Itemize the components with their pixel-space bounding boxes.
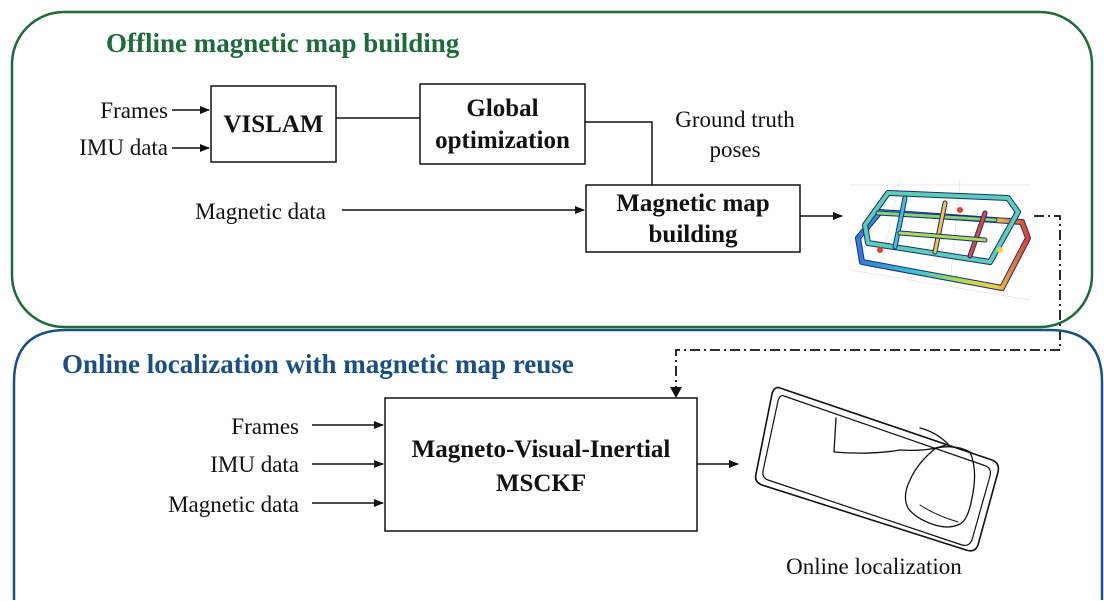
msckf-label-1: Magneto-Visual-Inertial xyxy=(412,436,671,463)
online-magnetic-label: Magnetic data xyxy=(168,492,299,517)
vislam-box xyxy=(210,85,337,163)
online-imu-label: IMU data xyxy=(210,452,299,477)
online-frames-label: Frames xyxy=(231,414,299,439)
msckf-box xyxy=(384,397,698,532)
msckf-label-2: MSCKF xyxy=(496,470,586,497)
global-mapbuild-connector xyxy=(585,121,653,185)
global-optimization-label-2: optimization xyxy=(435,127,570,154)
offline-title: Offline magnetic map building xyxy=(106,28,460,58)
online-title: Online localization with magnetic map re… xyxy=(62,349,574,379)
online-localization-label: Online localization xyxy=(786,554,962,579)
global-optimization-label-1: Global xyxy=(466,95,538,122)
map-reuse-connector xyxy=(675,215,1061,389)
magnetic-map-heatmap-icon xyxy=(849,179,1031,301)
vislam-label: VISLAM xyxy=(223,111,323,138)
ground-truth-label-1: Ground truth xyxy=(675,107,795,132)
ground-truth-label-2: poses xyxy=(709,137,760,162)
offline-panel-border xyxy=(10,10,1094,329)
magnetic-map-building-label-1: Magnetic map xyxy=(616,190,769,217)
offline-imu-label: IMU data xyxy=(79,135,168,160)
offline-magnetic-label: Magnetic data xyxy=(195,199,326,224)
online-panel: Online localization with magnetic map re… xyxy=(12,328,1104,600)
offline-panel: Offline magnetic map building Frames IMU… xyxy=(10,10,1094,398)
global-optimization-box xyxy=(419,83,586,165)
online-panel-border xyxy=(12,328,1104,600)
magnetic-map-building-label-2: building xyxy=(649,221,738,248)
map-reuse-arrowhead xyxy=(670,387,682,398)
trajectory-sketch-icon xyxy=(754,386,1000,552)
offline-frames-label: Frames xyxy=(100,98,168,123)
magnetic-map-building-box xyxy=(585,184,801,253)
